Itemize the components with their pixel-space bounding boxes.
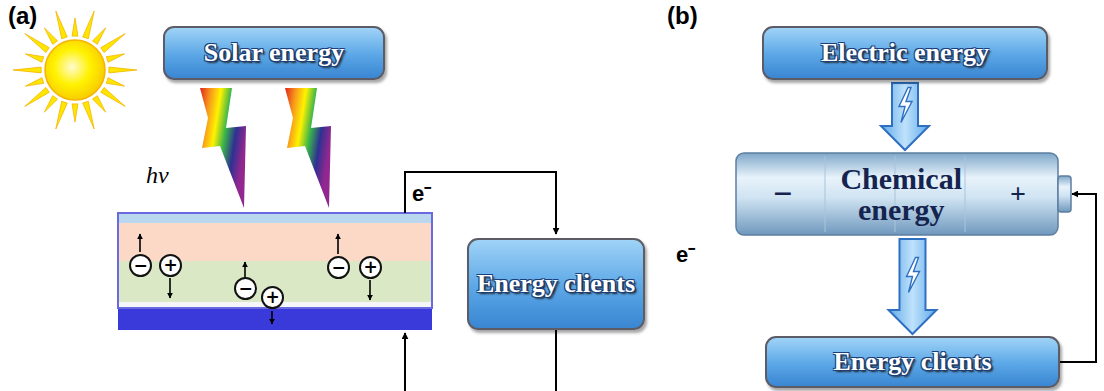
sun-ray xyxy=(72,18,78,36)
sun-ray xyxy=(101,88,126,107)
battery-text: − xyxy=(773,176,792,212)
electron-charge: − xyxy=(234,277,257,300)
sun-ray xyxy=(109,67,137,73)
box-label: Energy clients xyxy=(833,348,991,375)
sun-ray xyxy=(106,54,124,62)
charge-sign: − xyxy=(238,280,252,297)
energy-box: Solar energy xyxy=(163,26,385,80)
cell-electrode xyxy=(118,308,432,330)
sun-ray xyxy=(25,34,50,53)
sun-ray xyxy=(26,54,44,62)
cell-outline xyxy=(118,213,432,308)
wire xyxy=(404,333,406,391)
lightning-symbol xyxy=(899,88,912,123)
charge-sign: − xyxy=(331,259,345,276)
sun-disc xyxy=(45,40,105,100)
box-label: Energy clients xyxy=(477,270,635,297)
carrier-arrow xyxy=(169,278,171,298)
box-label: Electric energy xyxy=(821,39,989,66)
carrier-arrow xyxy=(271,311,273,324)
electron-label: e⁻ xyxy=(676,238,695,268)
electron-label: e⁻ xyxy=(412,177,431,207)
carrier-arrow xyxy=(337,234,339,254)
hole-charge: + xyxy=(261,286,284,309)
sun-ray xyxy=(106,78,124,86)
box-label: Solar energy xyxy=(204,39,344,66)
battery-text: + xyxy=(1010,179,1026,208)
energy-box: Energy clients xyxy=(765,336,1060,388)
sun-ray xyxy=(44,28,57,44)
charge-sign: + xyxy=(265,289,279,306)
sun-ray xyxy=(101,34,126,53)
sun-ray xyxy=(83,101,95,129)
sun-ray xyxy=(26,78,44,86)
panel-label: (b) xyxy=(667,2,698,30)
carrier-arrow xyxy=(139,234,141,252)
wire xyxy=(405,172,556,234)
energy-box: Electric energy xyxy=(762,26,1048,80)
charge-sign: + xyxy=(163,257,177,274)
charge-sign: − xyxy=(133,257,147,274)
sun-ray xyxy=(93,28,106,44)
energy-input-arrow xyxy=(889,239,937,334)
lightning-symbol xyxy=(907,258,920,293)
sun-ray xyxy=(93,96,106,112)
hole-charge: + xyxy=(159,254,182,277)
cell-layer xyxy=(118,213,432,223)
solar-cell xyxy=(118,213,432,330)
sun-ray xyxy=(13,67,41,73)
battery-text: Chemical energy xyxy=(806,163,996,226)
sun-ray xyxy=(72,104,78,122)
light-bolt xyxy=(200,88,246,208)
charge-sign: + xyxy=(363,259,377,276)
sun-ray xyxy=(25,88,50,107)
energy-box: Energy clients xyxy=(467,238,645,330)
light-bolt xyxy=(285,88,331,208)
carrier-arrow xyxy=(369,280,371,300)
panel-label: (a) xyxy=(8,2,37,30)
wire xyxy=(555,330,557,391)
electron-charge: − xyxy=(129,254,152,277)
energy-input-arrow xyxy=(881,83,929,150)
sun-ray xyxy=(56,11,68,39)
electron-charge: − xyxy=(327,256,350,279)
hole-charge: + xyxy=(359,256,382,279)
sun-ray xyxy=(56,101,68,129)
sun-ray xyxy=(83,11,95,39)
carrier-arrows xyxy=(140,234,370,324)
circuit-wire xyxy=(1060,194,1096,362)
sun-ray xyxy=(44,96,57,112)
photon-symbol: hν xyxy=(146,162,169,189)
battery: −Chemical energy + xyxy=(735,152,1072,236)
